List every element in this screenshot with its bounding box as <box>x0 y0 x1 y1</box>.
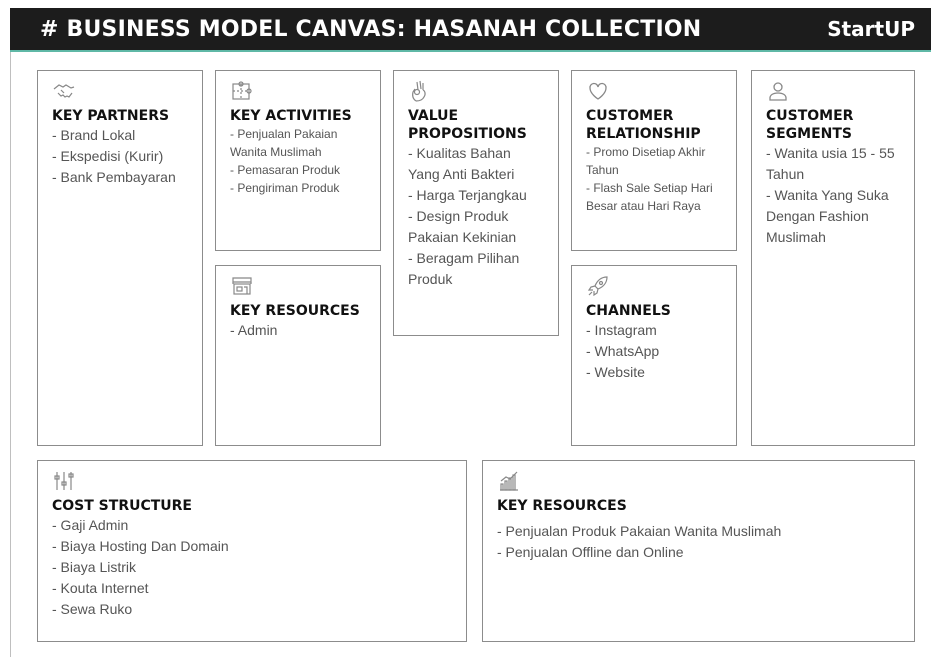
customer-segments-list: - Wanita usia 15 - 55 Tahun - Wanita Yan… <box>766 143 902 248</box>
list-item: - Website <box>586 364 645 381</box>
list-item: - Penjualan Offline dan Online <box>497 544 684 561</box>
revenue-title: KEY RESOURCES <box>497 498 627 514</box>
list-item: - Beragam Pilihan Produk <box>408 250 520 288</box>
list-item: - Design Produk Pakaian Kekinian <box>408 208 517 246</box>
customer-relationship-title: CUSTOMER RELATIONSHIP <box>586 108 701 143</box>
list-item: - Wanita usia 15 - 55 Tahun <box>766 145 895 183</box>
key-resources-title: KEY RESOURCES <box>230 303 360 319</box>
store-icon <box>230 274 254 298</box>
channels-box: CHANNELS - Instagram - WhatsApp - Websit… <box>571 265 737 446</box>
list-item: - Sewa Ruko <box>52 601 133 618</box>
list-item: - Biaya Hosting Dan Domain <box>52 538 229 555</box>
key-activities-box: KEY ACTIVITIES - Penjualan Pakaian Wanit… <box>215 70 381 251</box>
list-item: - Kualitas Bahan Yang Anti Bakteri <box>408 145 515 183</box>
list-item: - Brand Lokal <box>52 127 136 144</box>
key-resources-list: - Admin <box>230 320 368 341</box>
heart-icon <box>586 79 610 103</box>
page-title: # BUSINESS MODEL CANVAS: HASANAH COLLECT… <box>40 16 702 42</box>
list-item: - Bank Pembayaran <box>52 169 176 186</box>
sliders-icon <box>52 469 76 493</box>
channels-list: - Instagram - WhatsApp - Website <box>586 320 724 383</box>
bar-chart-icon <box>497 469 521 493</box>
puzzle-icon <box>230 79 254 103</box>
canvas-header: # BUSINESS MODEL CANVAS: HASANAH COLLECT… <box>10 8 931 50</box>
list-item: - Gaji Admin <box>52 517 129 534</box>
key-partners-title: KEY PARTNERS <box>52 108 170 124</box>
list-item: - Ekspedisi (Kurir) <box>52 148 164 165</box>
list-item: - Biaya Listrik <box>52 559 137 576</box>
brand-logo: StartUP <box>827 17 915 41</box>
customer-relationship-box: CUSTOMER RELATIONSHIP - Promo Disetiap A… <box>571 70 737 251</box>
list-item: - Pengiriman Produk <box>230 181 340 196</box>
hand-ok-icon <box>408 79 432 103</box>
key-activities-list: - Penjualan Pakaian Wanita Muslimah - Pe… <box>230 125 368 197</box>
list-item: - Admin <box>230 322 278 339</box>
value-propositions-title: VALUE PROPOSITIONS <box>408 108 527 143</box>
value-propositions-box: VALUE PROPOSITIONS - Kualitas Bahan Yang… <box>393 70 559 336</box>
header-divider <box>10 50 931 52</box>
cost-structure-list: - Gaji Admin - Biaya Hosting Dan Domain … <box>52 515 454 620</box>
list-item: - Pemasaran Produk <box>230 163 341 178</box>
customer-segments-title: CUSTOMER SEGMENTS <box>766 108 854 143</box>
list-item: - Harga Terjangkau <box>408 187 527 204</box>
revenue-box: KEY RESOURCES - Penjualan Produk Pakaian… <box>482 460 915 642</box>
list-item: - Instagram <box>586 322 657 339</box>
revenue-list: - Penjualan Produk Pakaian Wanita Muslim… <box>497 521 902 563</box>
key-partners-box: KEY PARTNERS - Brand Lokal - Ekspedisi (… <box>37 70 203 446</box>
handshake-icon <box>52 79 76 103</box>
canvas-frame <box>10 52 931 657</box>
list-item: - Wanita Yang Suka Dengan Fashion Muslim… <box>766 187 889 246</box>
key-resources-box: KEY RESOURCES - Admin <box>215 265 381 446</box>
cost-structure-box: COST STRUCTURE - Gaji Admin - Biaya Host… <box>37 460 467 642</box>
cost-structure-title: COST STRUCTURE <box>52 498 192 514</box>
channels-title: CHANNELS <box>586 303 671 319</box>
list-item: - Kouta Internet <box>52 580 149 597</box>
list-item: - WhatsApp <box>586 343 660 360</box>
key-partners-list: - Brand Lokal - Ekspedisi (Kurir) - Bank… <box>52 125 190 188</box>
customer-segments-box: CUSTOMER SEGMENTS - Wanita usia 15 - 55 … <box>751 70 915 446</box>
key-activities-title: KEY ACTIVITIES <box>230 108 352 124</box>
list-item: - Penjualan Produk Pakaian Wanita Muslim… <box>497 523 782 540</box>
customer-relationship-list: - Promo Disetiap Akhir Tahun - Flash Sal… <box>586 143 724 215</box>
list-item: - Penjualan Pakaian Wanita Muslimah <box>230 127 338 160</box>
person-icon <box>766 79 790 103</box>
list-item: - Promo Disetiap Akhir Tahun <box>586 145 706 178</box>
rocket-icon <box>586 274 610 298</box>
value-propositions-list: - Kualitas Bahan Yang Anti Bakteri - Har… <box>408 143 546 290</box>
list-item: - Flash Sale Setiap Hari Besar atau Hari… <box>586 181 713 214</box>
